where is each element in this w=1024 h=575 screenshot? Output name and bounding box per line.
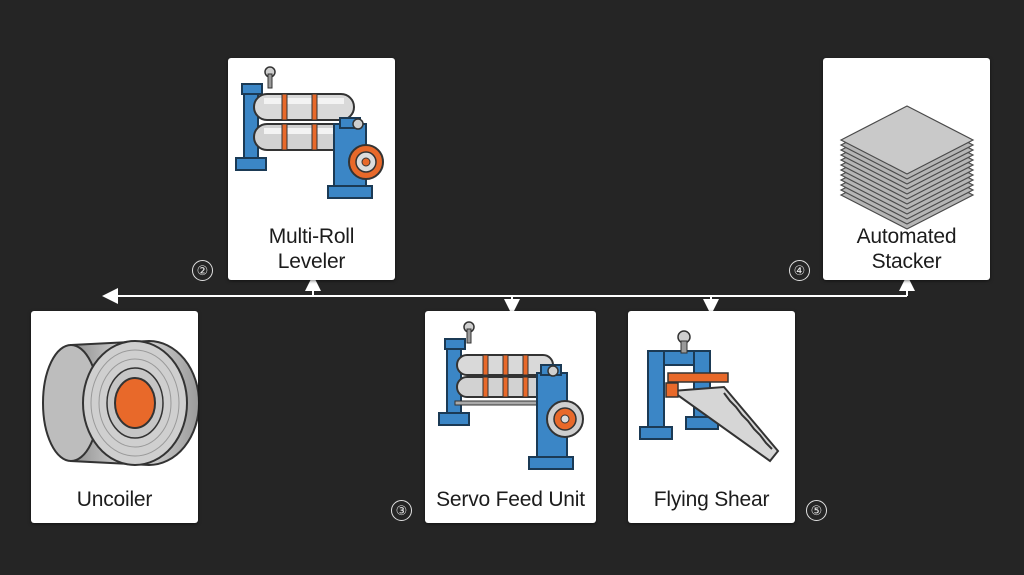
card-uncoiler: Uncoiler	[31, 311, 198, 523]
card-label-uncoiler: Uncoiler	[76, 488, 153, 511]
flying-shear-icon	[639, 330, 780, 463]
steel-coil-icon	[42, 339, 198, 467]
roll-leveler-icon	[235, 66, 384, 199]
card-label-stacker: Automated Stacker	[823, 224, 990, 274]
servo-feed-icon	[438, 321, 584, 470]
card-label-feed: Servo Feed Unit	[436, 488, 585, 511]
step-badge-2: ②	[192, 260, 213, 281]
label-line: Leveler	[277, 250, 346, 273]
step-badge-4: ④	[789, 260, 810, 281]
card-flying-shear: Flying Shear	[628, 311, 795, 523]
card-automated-stacker: Automated Stacker	[823, 58, 990, 280]
card-servo-feed-unit: Servo Feed Unit	[425, 311, 596, 523]
sheet-stack-icon	[839, 105, 975, 230]
card-multi-roll-leveler: Multi-Roll Leveler	[228, 58, 395, 280]
card-label-leveler: Multi-Roll Leveler	[228, 224, 395, 274]
card-label-shear: Flying Shear	[653, 488, 770, 511]
step-badge-5: ⑤	[806, 500, 827, 521]
label-line: Multi-Roll	[268, 225, 355, 248]
label-line: Automated	[856, 225, 957, 248]
label-line: Stacker	[871, 250, 942, 273]
stacked-sheet	[839, 105, 975, 175]
step-badge-3: ③	[391, 500, 412, 521]
